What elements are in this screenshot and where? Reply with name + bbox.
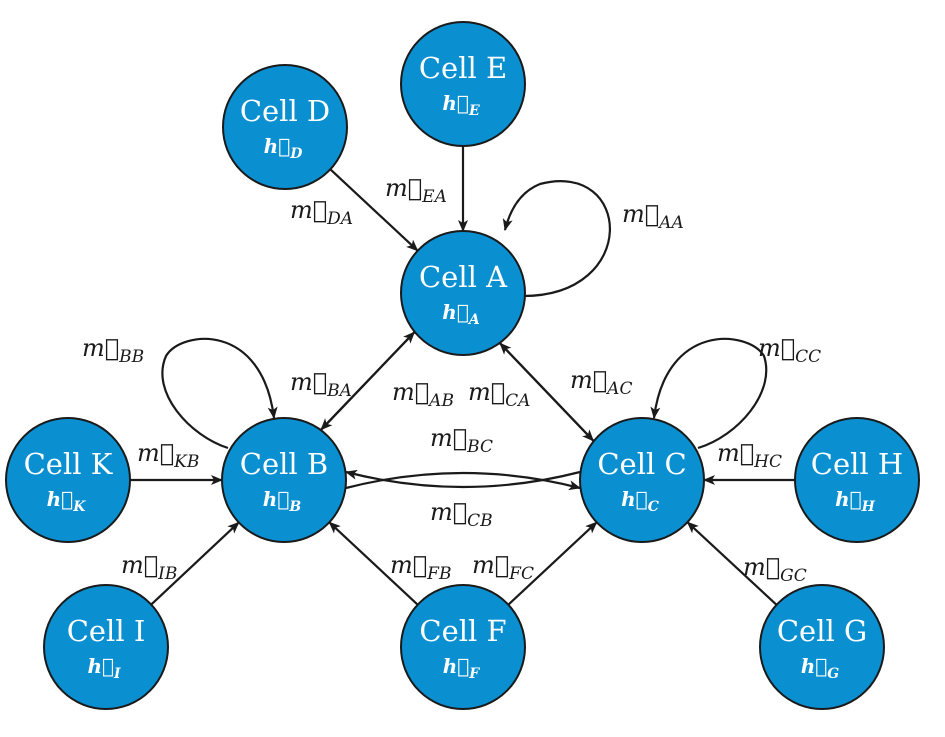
edge-label-bb: m⃗BB	[82, 334, 144, 367]
edge-fc-arrow	[507, 521, 598, 606]
edge-label-ea: m⃗EA	[385, 174, 447, 207]
node-state-vector: h⃗A	[442, 300, 480, 328]
node-cell-c: Cell C h⃗C	[579, 417, 705, 543]
edge-ib-arrow	[150, 521, 240, 606]
edge-da-arrow	[329, 168, 419, 252]
edge-label-ba: m⃗BA	[290, 368, 352, 401]
node-cell-i: Cell I h⃗I	[43, 584, 169, 710]
edge-label-fc: m⃗FC	[472, 551, 534, 584]
node-circle	[794, 417, 920, 543]
node-title: Cell C	[597, 447, 686, 481]
edge-bb-arrow	[161, 337, 278, 450]
node-title: Cell H	[811, 447, 903, 481]
node-state-vector: h⃗G	[801, 654, 840, 682]
edge-label-da: m⃗DA	[290, 196, 353, 229]
edge-label-ab: m⃗AB	[392, 378, 454, 411]
edge-gc-arrow	[686, 521, 778, 606]
edge-label-ib: m⃗IB	[121, 551, 177, 584]
node-cell-e: Cell E h⃗E	[400, 21, 526, 147]
edge-label-ca: m⃗CA	[468, 378, 530, 411]
node-title: Cell B	[240, 447, 328, 481]
edge-label-cb: m⃗CB	[430, 498, 493, 531]
node-title: Cell K	[24, 447, 114, 481]
node-circle	[400, 230, 526, 356]
node-circle	[221, 417, 347, 543]
edges-layer	[130, 146, 795, 606]
edge-fb-arrow	[328, 521, 419, 606]
edge-label-hc: m⃗HC	[717, 439, 782, 472]
node-state-vector: h⃗K	[47, 487, 87, 515]
node-title: Cell D	[240, 94, 330, 128]
edge-label-aa: m⃗AA	[622, 200, 684, 233]
edge-ac-arrow	[499, 342, 595, 442]
edge-cc-arrow	[650, 337, 768, 450]
edge-aa-arrow	[502, 180, 611, 298]
node-circle	[579, 417, 705, 543]
node-state-vector: h⃗D	[264, 134, 304, 162]
node-circle	[759, 584, 885, 710]
node-cell-a: Cell A h⃗A	[400, 230, 526, 356]
node-cell-b: Cell B h⃗B	[221, 417, 347, 543]
node-circle	[400, 584, 526, 710]
edge-label-cc: m⃗CC	[758, 334, 821, 367]
node-state-vector: h⃗B	[263, 487, 302, 515]
node-circle	[43, 584, 169, 710]
edge-label-fb: m⃗FB	[390, 551, 451, 584]
edge-ab-arrow	[320, 331, 416, 431]
edge-cb-arrow	[345, 469, 581, 489]
edge-labels-layer: m⃗DA m⃗EA m⃗AA m⃗BA m⃗AB m⃗CA m⃗AC m⃗BB m⃗CC m⃗BC…	[82, 174, 821, 586]
node-cell-f: Cell F h⃗F	[400, 584, 526, 710]
node-state-vector: h⃗H	[835, 487, 876, 515]
node-title: Cell A	[419, 260, 508, 294]
node-circle	[5, 417, 131, 543]
node-state-vector: h⃗I	[87, 654, 121, 682]
node-state-vector: h⃗C	[621, 487, 659, 515]
node-title: Cell F	[419, 614, 506, 648]
node-state-vector: h⃗F	[443, 654, 481, 682]
edge-bc-arrow	[345, 471, 581, 491]
edge-label-ac: m⃗AC	[570, 366, 632, 399]
edge-label-gc: m⃗GC	[743, 553, 807, 586]
node-title: Cell G	[777, 614, 867, 648]
node-cell-g: Cell G h⃗G	[759, 584, 885, 710]
edge-label-kb: m⃗KB	[137, 439, 199, 472]
edge-label-bc: m⃗BC	[430, 424, 493, 457]
node-cell-d: Cell D h⃗D	[222, 64, 348, 190]
node-cell-k: Cell K h⃗K	[5, 417, 131, 543]
node-state-vector: h⃗E	[442, 91, 480, 119]
node-cell-h: Cell H h⃗H	[794, 417, 920, 543]
node-circle	[222, 64, 348, 190]
node-title: Cell I	[67, 614, 146, 648]
node-circle	[400, 21, 526, 147]
node-title: Cell E	[419, 51, 507, 85]
